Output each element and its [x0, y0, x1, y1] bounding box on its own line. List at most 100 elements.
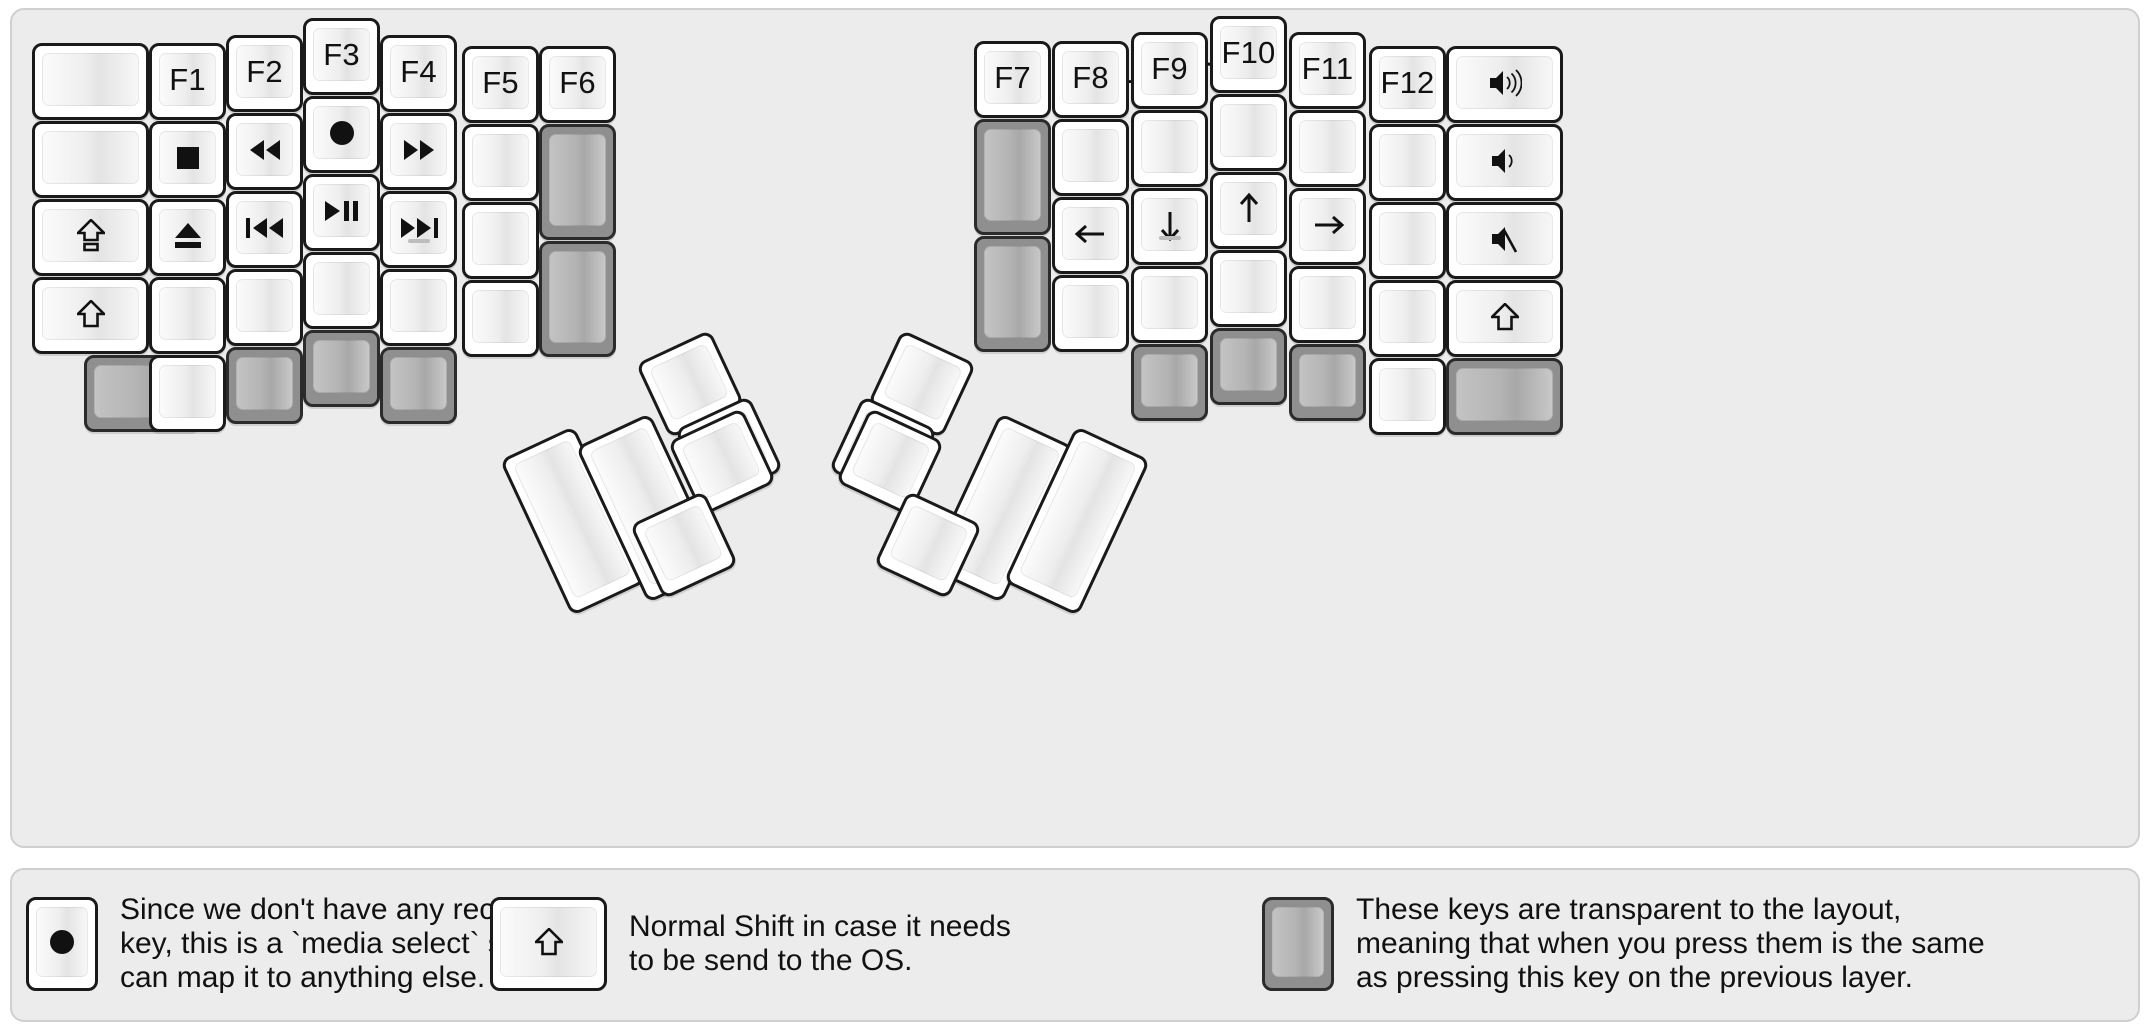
key-col-index-3[interactable]: [380, 191, 457, 268]
legend-text-3: These keys are transparent to the layout…: [1356, 893, 1985, 994]
key-col-pinky-2[interactable]: [1369, 124, 1446, 201]
media-rewind-icon: [247, 138, 283, 162]
key-cap: [1220, 104, 1277, 157]
key-cap: [984, 246, 1041, 338]
key-cap: [1220, 338, 1277, 391]
key-col-outer-left-2[interactable]: [32, 121, 149, 198]
key-cap: [1141, 354, 1198, 407]
key-col-ring-3[interactable]: [226, 191, 303, 268]
key-col-outer-left-1[interactable]: [32, 43, 149, 120]
key-col-outer-right-3[interactable]: [1446, 202, 1563, 279]
key-cap: [1220, 260, 1277, 313]
key-col-index-5[interactable]: [380, 347, 457, 424]
key-col-innermost-1[interactable]: F7: [974, 41, 1051, 118]
key-col-ring-4[interactable]: [1289, 266, 1366, 343]
key-col-pinky-5[interactable]: [149, 355, 226, 432]
key-cap: [984, 129, 1041, 221]
key-col-pinky-3[interactable]: [149, 199, 226, 276]
key-col-innermost-2[interactable]: [974, 119, 1051, 235]
key-col-ring-5[interactable]: [1289, 344, 1366, 421]
key-col-innermost-3[interactable]: [974, 236, 1051, 352]
key-col-outer-right-5[interactable]: [1446, 358, 1563, 435]
key-col-pinky-1[interactable]: F12: [1369, 46, 1446, 123]
key-col-ring-4[interactable]: [226, 269, 303, 346]
key-cap: [390, 123, 447, 176]
key-col-inner-2[interactable]: [462, 124, 539, 201]
key-col-index-1[interactable]: F9: [1131, 32, 1208, 109]
key-col-pinky-2[interactable]: [149, 121, 226, 198]
key-col-middle-1[interactable]: F10: [1210, 16, 1287, 93]
key-col-inner-4[interactable]: [462, 280, 539, 357]
key-col-inner-4[interactable]: [1052, 275, 1129, 352]
key-col-ring-1[interactable]: F2: [226, 35, 303, 112]
key-label: F12: [1380, 65, 1435, 100]
key-col-ring-2[interactable]: [1289, 110, 1366, 187]
key-col-inner-3[interactable]: [462, 202, 539, 279]
key-cap: F12: [1379, 56, 1436, 109]
key-col-middle-3[interactable]: [303, 174, 380, 251]
key-col-innermost-1[interactable]: F6: [539, 46, 616, 123]
key-cap: [236, 123, 293, 176]
key-col-middle-3[interactable]: [1210, 172, 1287, 249]
key-cap: F11: [1299, 42, 1356, 95]
key-cap: [1299, 120, 1356, 173]
key-col-ring-3[interactable]: [1289, 188, 1366, 265]
key-col-middle-2[interactable]: [1210, 94, 1287, 171]
key-cap: F9: [1141, 42, 1198, 95]
key-col-inner-3[interactable]: [1052, 197, 1129, 274]
volume-down-icon: [1490, 146, 1520, 176]
key-col-index-4[interactable]: [380, 269, 457, 346]
volume-mute-icon: [1490, 224, 1520, 254]
legend-bar: Since we don't have any recording key, t…: [10, 868, 2140, 1022]
key-col-middle-1[interactable]: F3: [303, 18, 380, 95]
key-col-outer-left-3[interactable]: [32, 199, 149, 276]
key-col-middle-4[interactable]: [1210, 250, 1287, 327]
key-col-inner-1[interactable]: F8: [1052, 41, 1129, 118]
key-col-inner-2[interactable]: [1052, 119, 1129, 196]
key-cap: F8: [1062, 51, 1119, 104]
key-col-middle-4[interactable]: [303, 252, 380, 329]
key-col-pinky-4[interactable]: [149, 277, 226, 354]
key-col-index-2[interactable]: [380, 113, 457, 190]
key-cap: [42, 209, 139, 262]
legend-sample-key-3: [1262, 897, 1334, 991]
key-col-ring-5[interactable]: [226, 347, 303, 424]
key-col-middle-5[interactable]: [303, 330, 380, 407]
key-col-pinky-3[interactable]: [1369, 202, 1446, 279]
key-cap: [1299, 276, 1356, 329]
key-col-index-5[interactable]: [1131, 344, 1208, 421]
key-label: F8: [1072, 60, 1109, 95]
key-col-outer-right-1[interactable]: [1446, 46, 1563, 123]
key-col-index-1[interactable]: F4: [380, 35, 457, 112]
key-col-outer-right-2[interactable]: [1446, 124, 1563, 201]
key-col-innermost-2[interactable]: [539, 124, 616, 240]
key-col-inner-1[interactable]: F5: [462, 46, 539, 123]
key-col-outer-right-4[interactable]: [1446, 280, 1563, 357]
key-cap: [1220, 182, 1277, 235]
key-col-pinky-1[interactable]: F1: [149, 43, 226, 120]
key-col-index-2[interactable]: [1131, 110, 1208, 187]
key-cap: [236, 279, 293, 332]
key-cap: [313, 262, 370, 315]
key-cap: [642, 503, 724, 583]
media-play-pause-icon: [323, 199, 360, 223]
key-cap: [313, 106, 370, 159]
shift-icon: [1490, 302, 1519, 331]
key-cap: [472, 212, 529, 265]
key-col-outer-left-4[interactable]: [32, 277, 149, 354]
key-col-middle-5[interactable]: [1210, 328, 1287, 405]
key-col-pinky-4[interactable]: [1369, 280, 1446, 357]
key-col-middle-2[interactable]: [303, 96, 380, 173]
arrow-up-icon: [1237, 192, 1261, 226]
key-col-innermost-3[interactable]: [539, 241, 616, 357]
key-col-pinky-5[interactable]: [1369, 358, 1446, 435]
shift-icon: [534, 928, 563, 956]
legend-text-2: Normal Shift in case it needs to be send…: [629, 910, 1011, 977]
key-col-index-3[interactable]: [1131, 188, 1208, 265]
key-col-index-4[interactable]: [1131, 266, 1208, 343]
key-col-ring-2[interactable]: [226, 113, 303, 190]
key-cap: [42, 131, 139, 184]
key-cap: [390, 357, 447, 410]
media-eject-icon: [172, 220, 204, 251]
key-col-ring-1[interactable]: F11: [1289, 32, 1366, 109]
